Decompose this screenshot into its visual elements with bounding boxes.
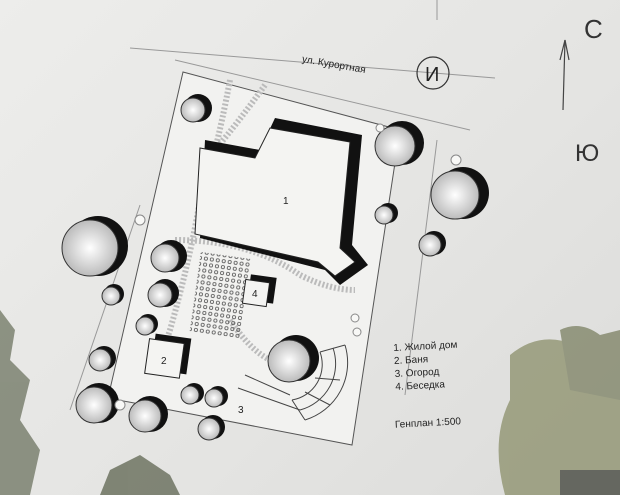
tree — [147, 279, 179, 308]
tree — [180, 94, 212, 123]
entrance-marker — [416, 56, 450, 90]
gazebo[interactable] — [241, 278, 271, 308]
tree — [135, 314, 158, 336]
bath[interactable] — [144, 338, 185, 379]
tree — [374, 203, 398, 225]
tree — [204, 386, 228, 408]
north-arrow-icon — [559, 39, 570, 111]
house-number: 1 — [283, 196, 289, 207]
bath-number: 2 — [161, 356, 167, 367]
tree — [430, 167, 489, 220]
tree — [150, 240, 187, 273]
street-lines — [69, 0, 496, 411]
trees — [61, 94, 489, 441]
tree — [101, 284, 124, 306]
tree — [374, 121, 424, 167]
garden-bed — [189, 251, 251, 339]
terrace-arcs — [237, 344, 349, 421]
gazebo-number: 4 — [252, 289, 258, 300]
north-label: С — [584, 14, 603, 44]
tree — [128, 396, 168, 433]
tree — [61, 216, 128, 277]
south-label: Ю — [575, 140, 600, 167]
tree — [418, 231, 446, 257]
tree — [180, 383, 204, 405]
garden-number: 3 — [238, 405, 244, 416]
legend: 1. Жилой дом 2. Баня 3. Огород 4. Беседк… — [393, 339, 460, 394]
entrance-symbol: И — [425, 64, 439, 86]
tree — [197, 415, 225, 441]
house[interactable] — [194, 127, 356, 277]
tree — [75, 383, 119, 424]
tree — [267, 335, 319, 383]
tree — [88, 346, 116, 372]
background-trees — [0, 310, 620, 495]
